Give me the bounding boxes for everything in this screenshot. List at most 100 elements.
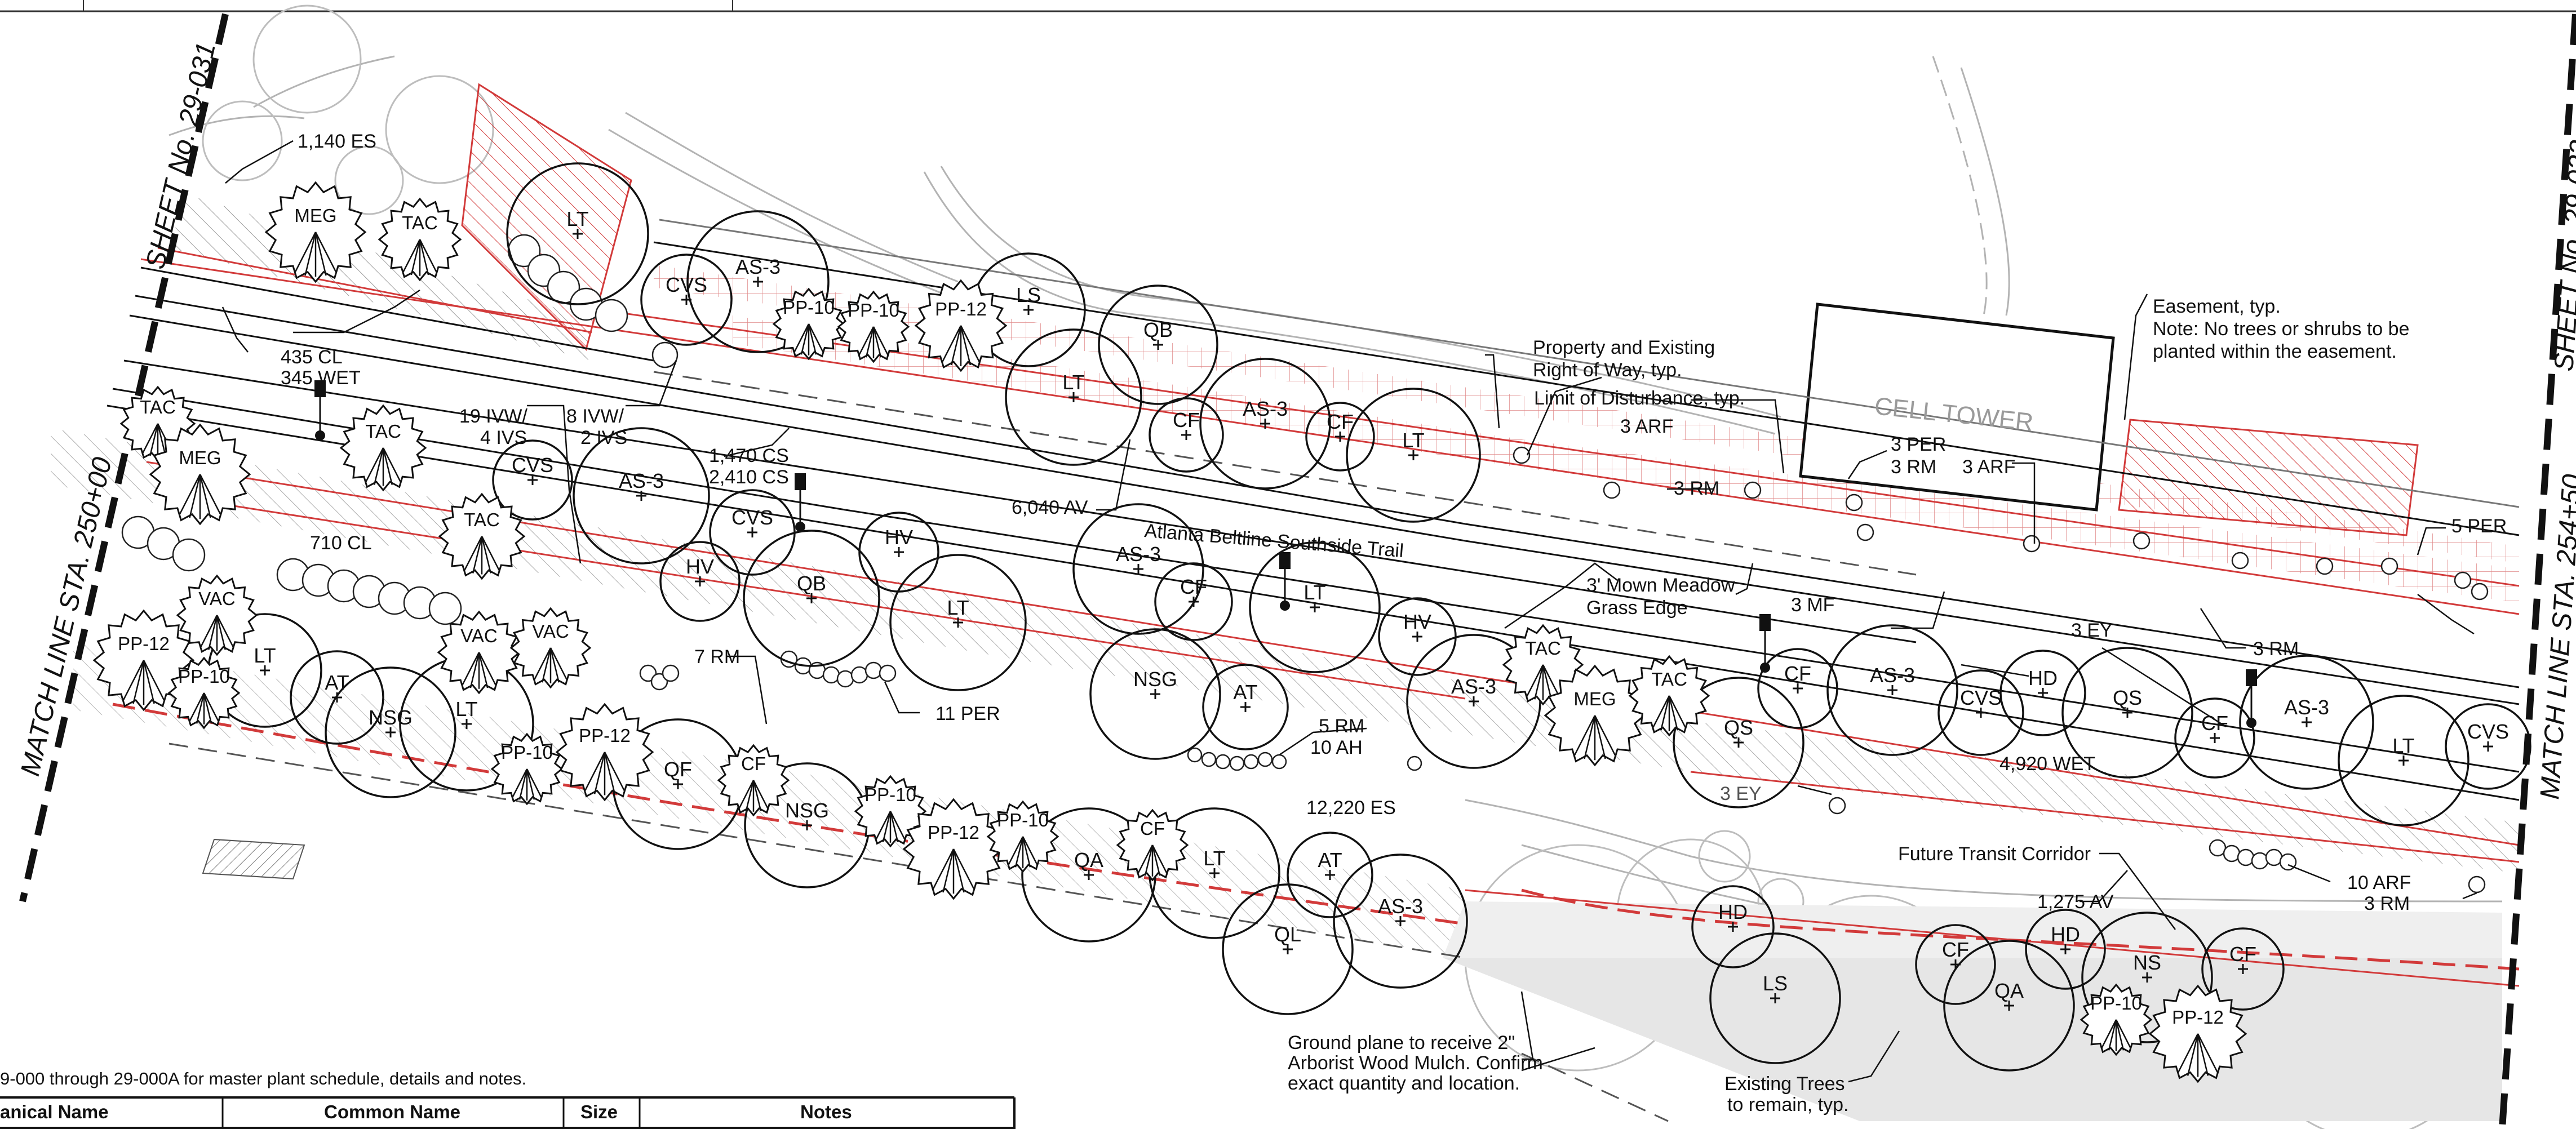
tree-symbol: CF xyxy=(717,744,790,817)
tree-label: LS xyxy=(1763,972,1788,995)
tree-symbol: NSG xyxy=(325,666,456,798)
tree-branch xyxy=(419,239,429,275)
tree-label: CF xyxy=(1180,575,1207,598)
tree-symbol: CF xyxy=(1116,808,1189,882)
tree-branch xyxy=(858,326,875,355)
tree-branch xyxy=(304,232,317,276)
tree-branch xyxy=(1668,695,1686,728)
tree-label: AS-3 xyxy=(1451,675,1496,698)
tree-branch xyxy=(2178,1033,2199,1073)
tree-branch xyxy=(604,752,625,791)
tree-branch xyxy=(189,692,205,722)
callout-ivw-8: 8 IVW/ xyxy=(566,406,624,427)
tree-label: HV xyxy=(1403,610,1431,633)
tree-label: LT xyxy=(1203,847,1225,870)
tree-branch xyxy=(2115,1019,2125,1051)
tree-label: NSG xyxy=(785,799,829,822)
tree-canopy xyxy=(1915,924,1996,1005)
tree-canopy xyxy=(2174,697,2255,779)
tree-canopy xyxy=(290,650,384,745)
tree-symbol: HV xyxy=(858,512,939,593)
tree-symbol: AT xyxy=(1202,664,1289,750)
tree-label: AS-3 xyxy=(2284,696,2329,719)
tree-symbol: AS-3 xyxy=(1333,854,1468,989)
tree-branch xyxy=(2197,1033,2209,1076)
tree-symbol: AS-3 xyxy=(573,427,710,564)
tree-label: PP-12 xyxy=(118,633,170,654)
tree-symbol: AT xyxy=(290,650,384,745)
tree-symbol: TAC xyxy=(339,404,427,492)
tree-branch xyxy=(469,652,480,688)
trail-label: Atlanta Beltline Southside Trail xyxy=(1143,520,1404,562)
tree-branch xyxy=(314,232,327,276)
tree-branch xyxy=(419,239,437,273)
tree-label: PP-10 xyxy=(178,666,230,687)
tree-symbol: PP-10 xyxy=(167,656,241,730)
tree-label: HV xyxy=(686,555,714,578)
tree-label: PP-10 xyxy=(2090,993,2142,1014)
tree-label: QF xyxy=(664,758,692,781)
callout-cl-435: 435 CL xyxy=(281,346,343,368)
tree-symbol: MEG xyxy=(264,181,367,283)
tree-symbol: LT xyxy=(2338,695,2469,826)
tree-label: HD xyxy=(2051,923,2080,946)
tree-branch xyxy=(800,323,810,355)
tree-canopy xyxy=(1202,664,1289,750)
tree-branch xyxy=(2115,1019,2131,1048)
callout-arf-3b: 3 ARF xyxy=(1962,456,2015,478)
tree-label: TAC xyxy=(1525,638,1561,659)
tree-symbol: CVS xyxy=(640,254,733,346)
tree-branch xyxy=(1008,836,1024,865)
existing-trees-note-1: Existing Trees xyxy=(1724,1073,1845,1095)
tree-symbol: PP-12 xyxy=(92,609,195,712)
tree-symbol: CF xyxy=(1149,397,1224,473)
tree-symbol: LT xyxy=(1346,388,1481,523)
tree-canopy xyxy=(640,254,733,346)
tree-symbol: HV xyxy=(1378,597,1457,676)
tree-branch xyxy=(952,848,965,893)
tree-label: CF xyxy=(1784,662,1811,685)
tree-label: QS xyxy=(2113,686,2142,709)
tree-label: PP-10 xyxy=(783,297,835,318)
tree-branch xyxy=(889,811,899,842)
tree-label: CF xyxy=(2229,943,2256,966)
tree-label: QB xyxy=(797,572,826,595)
tree-symbol: CF xyxy=(2201,927,2285,1011)
tree-symbol: LS xyxy=(1709,932,1841,1064)
tree-symbol: PP-12 xyxy=(2148,984,2247,1083)
match-line-left-label: MATCH LINE STA. 250+00 xyxy=(15,455,118,779)
callout-ivs-2: 2 IVS xyxy=(580,427,627,448)
tree-symbol: VAC xyxy=(176,574,258,656)
tree-canopy xyxy=(889,554,1027,691)
callout-ey-3a: 3 EY xyxy=(2071,620,2113,641)
existing-trees-note-2: to remain, typ. xyxy=(1727,1094,1848,1115)
tree-label: MEG xyxy=(1573,688,1616,709)
callout-per-5: 5 PER xyxy=(2451,515,2507,537)
tree-label: CVS xyxy=(512,454,553,477)
tree-symbol: AS-3 xyxy=(686,210,830,353)
tree-branch xyxy=(542,647,552,683)
tree-label: PP-10 xyxy=(501,742,553,763)
tree-symbol: PP-10 xyxy=(854,775,927,848)
tree-branch xyxy=(1668,695,1678,731)
tree-branch xyxy=(889,811,906,840)
tree-label: LT xyxy=(1062,371,1084,394)
callout-rm-3d: 3 RM xyxy=(2364,893,2410,914)
tree-branch xyxy=(464,536,483,571)
callout-rm-3c: 3 RM xyxy=(2253,638,2299,660)
tree-symbol: AS-3 xyxy=(1072,503,1204,635)
tree-label: PP-12 xyxy=(2172,1007,2224,1028)
callout-per-11: 11 PER xyxy=(935,703,1000,724)
tree-canopy xyxy=(1346,388,1481,523)
tree-branch xyxy=(1652,695,1670,728)
tree-branch xyxy=(2101,1019,2117,1048)
tree-branch xyxy=(1542,664,1560,697)
tree-branch xyxy=(738,780,755,809)
tree-branch xyxy=(534,647,552,680)
tree-branch xyxy=(481,536,492,574)
callout-property-1: Property and Existing xyxy=(1533,337,1715,358)
callout-cl-710: 710 CL xyxy=(310,532,372,554)
easement-label: Easement, typ. xyxy=(2153,296,2281,317)
tree-label: LS xyxy=(1016,283,1041,306)
tree-branch xyxy=(1594,715,1606,759)
